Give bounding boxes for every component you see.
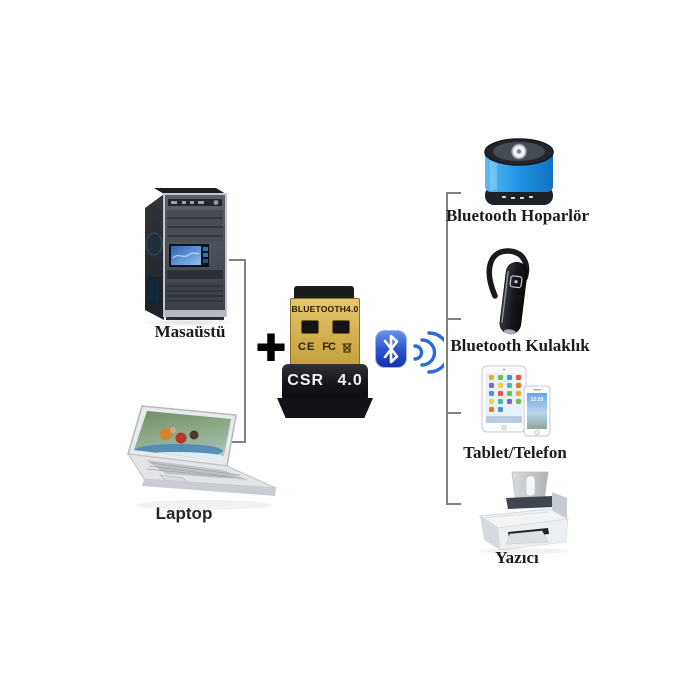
- plus-sign: +: [255, 319, 286, 375]
- printer-image: [478, 471, 570, 554]
- left-bracket-connector: [229, 259, 246, 443]
- usb-bluetooth-adapter-image: BLUETOOTH4.0 CE FC CSR 4.0: [277, 286, 373, 418]
- usb-hole: [300, 320, 319, 334]
- headset-label: Bluetooth Kulaklık: [450, 336, 590, 355]
- adapter-base: [277, 398, 373, 418]
- printer-paper-out: [505, 530, 549, 545]
- adapter-body-text: CSR 4.0: [287, 372, 363, 389]
- laptop-label: Laptop: [155, 504, 213, 523]
- tablet-phone-label: Tablet/Telefon: [463, 443, 567, 462]
- certification-marks: CE FC: [291, 341, 359, 353]
- bluetooth-logo-icon: [375, 330, 407, 368]
- speaker-label: Bluetooth Hoparlör: [445, 206, 590, 225]
- desktop-computer-image: [145, 188, 227, 320]
- smartphone: 12:03: [523, 385, 551, 437]
- adapter-top-text: BLUETOOTH4.0: [291, 304, 359, 314]
- bracket-tick-tablet: [448, 412, 461, 414]
- headset-ear-hook: [486, 248, 530, 299]
- usb-hole: [331, 320, 350, 334]
- bluetooth-speaker-image: [484, 138, 554, 205]
- printer-label: Yazıcı: [495, 548, 539, 567]
- headset-body: [499, 261, 528, 335]
- bluetooth-signal-waves-icon: [413, 331, 444, 374]
- tablet-phone-image: 12:03: [481, 365, 551, 437]
- right-bracket-connector: [446, 192, 461, 505]
- usb-plug-rim: [294, 286, 354, 300]
- weee-bin-icon: [342, 343, 352, 353]
- tablet: [481, 365, 527, 433]
- usb-contact-holes: [291, 320, 359, 334]
- fcc-mark: FC: [322, 341, 336, 353]
- bluetooth-headset-image: [486, 248, 530, 335]
- desktop-label: Masaüstü: [154, 322, 226, 341]
- usb-plug-gold-face: BLUETOOTH4.0 CE FC: [290, 298, 360, 368]
- ce-mark: CE: [298, 341, 316, 353]
- phone-clock-text: 12:03: [531, 397, 544, 403]
- adapter-body: CSR 4.0: [282, 364, 368, 400]
- laptop-image: [127, 405, 277, 510]
- tower-shadow: [140, 318, 235, 327]
- bracket-tick-headset: [448, 318, 461, 320]
